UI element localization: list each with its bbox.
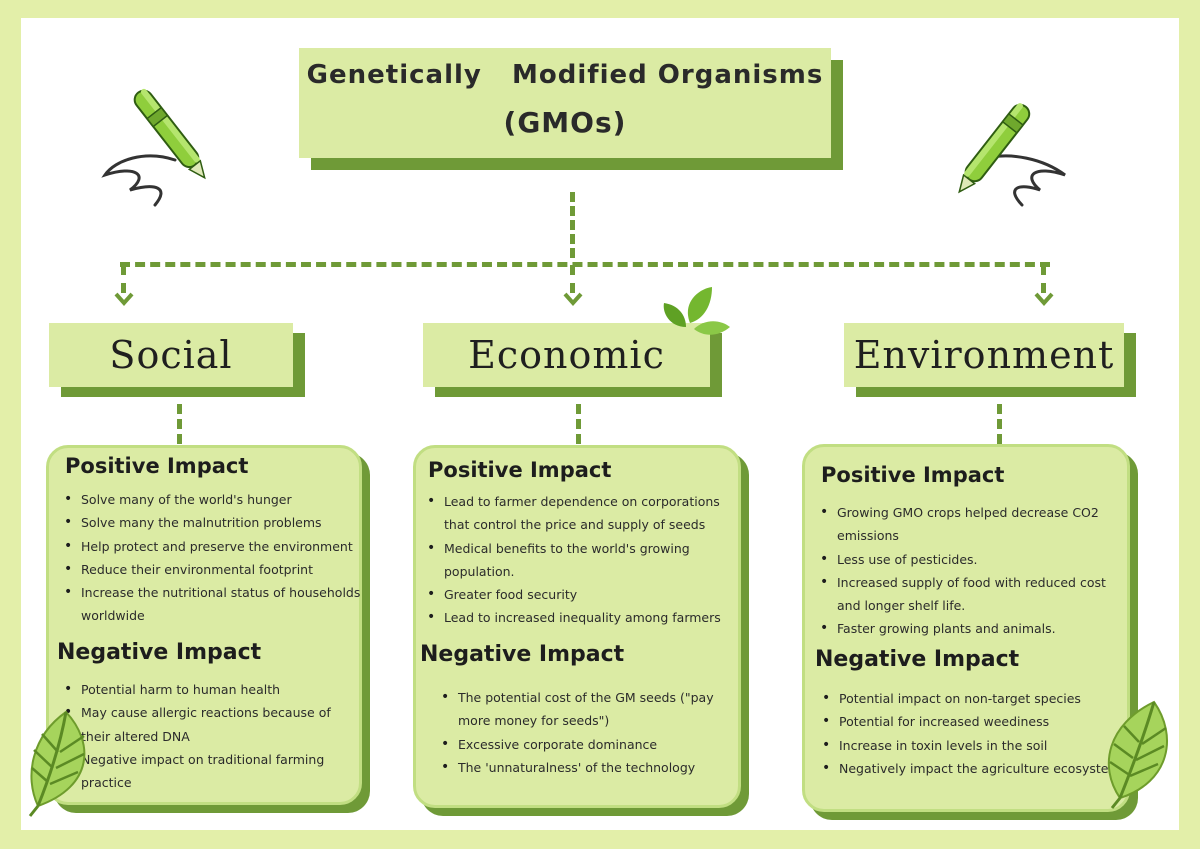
title-line-2: (GMOs) — [503, 106, 627, 139]
economic-positive-list: Lead to farmer dependence on corporation… — [422, 490, 738, 630]
connector-social-panel — [177, 404, 182, 444]
list-item: Increased supply of food with reduced co… — [820, 571, 1127, 618]
list-item: Less use of pesticides. — [820, 548, 1127, 572]
connector-drop-left — [121, 265, 126, 293]
economic-positive-heading: Positive Impact — [428, 458, 612, 482]
list-item: May cause allergic reactions because of … — [64, 701, 363, 748]
environment-negative-list: Potential impact on non-target species P… — [817, 687, 1135, 780]
list-item: Potential impact on non-target species — [822, 687, 1135, 711]
list-item: Negatively impact the agriculture ecosys… — [822, 757, 1135, 781]
list-item: Negative impact on traditional farming p… — [64, 748, 363, 795]
connector-trunk — [570, 192, 575, 258]
connector-drop-right — [1041, 265, 1046, 293]
list-item: Help protect and preserve the environmen… — [64, 535, 363, 559]
social-negative-list: Potential harm to human health May cause… — [59, 678, 363, 794]
panel-social: Positive Impact Solve many of the world'… — [46, 445, 362, 805]
panel-economic: Positive Impact Lead to farmer dependenc… — [413, 445, 741, 808]
list-item: Growing GMO crops helped decrease CO2 em… — [820, 501, 1127, 548]
environment-positive-list: Growing GMO crops helped decrease CO2 em… — [815, 501, 1127, 641]
category-label-economic: Economic — [468, 333, 665, 377]
connector-drop-middle — [570, 265, 575, 293]
list-item: Lead to increased inequality among farme… — [427, 606, 738, 630]
pen-icon-right — [958, 103, 1066, 207]
arrowhead-icon-middle — [563, 292, 583, 306]
list-item: Faster growing plants and animals. — [820, 617, 1127, 641]
economic-negative-heading: Negative Impact — [420, 642, 625, 667]
leaf-icon-sprig — [663, 287, 730, 335]
social-negative-heading: Negative Impact — [57, 640, 262, 665]
economic-negative-list: The potential cost of the GM seeds ("pay… — [436, 686, 734, 779]
title-box: Genetically Modified Organisms (GMOs) — [299, 48, 831, 158]
list-item: Potential harm to human health — [64, 678, 363, 702]
category-box-social: Social — [49, 323, 293, 387]
list-item: Potential for increased weediness — [822, 710, 1135, 734]
list-item: Lead to farmer dependence on corporation… — [427, 490, 738, 537]
list-item: The potential cost of the GM seeds ("pay… — [441, 686, 734, 733]
connector-economic-panel — [576, 404, 581, 444]
category-label-social: Social — [109, 333, 233, 377]
list-item: Reduce their environmental footprint — [64, 558, 363, 582]
leaf-icon-left — [28, 710, 86, 817]
environment-negative-heading: Negative Impact — [815, 647, 1020, 672]
list-item: Greater food security — [427, 583, 738, 607]
arrowhead-icon-left — [114, 292, 134, 306]
list-item: Solve many of the world's hunger — [64, 488, 363, 512]
category-box-environment: Environment — [844, 323, 1124, 387]
list-item: The 'unnaturalness' of the technology — [441, 756, 734, 780]
connector-environment-panel — [997, 404, 1002, 444]
social-positive-list: Solve many of the world's hunger Solve m… — [59, 488, 363, 628]
connector-crossbar — [120, 262, 1050, 267]
leaf-icon-right — [1107, 700, 1168, 809]
list-item: Increase in toxin levels in the soil — [822, 734, 1135, 758]
pen-icon-left — [101, 88, 206, 207]
list-item: Medical benefits to the world's growing … — [427, 537, 738, 584]
environment-positive-heading: Positive Impact — [821, 463, 1005, 487]
social-positive-heading: Positive Impact — [65, 454, 249, 478]
list-item: Excessive corporate dominance — [441, 733, 734, 757]
arrowhead-icon-right — [1034, 292, 1054, 306]
category-box-economic: Economic — [423, 323, 710, 387]
list-item: Increase the nutritional status of house… — [64, 581, 363, 628]
panel-environment: Positive Impact Growing GMO crops helped… — [802, 444, 1130, 812]
list-item: Solve many the malnutrition problems — [64, 511, 363, 535]
title-line-1: Genetically Modified Organisms — [306, 60, 824, 90]
category-label-environment: Environment — [853, 333, 1115, 377]
